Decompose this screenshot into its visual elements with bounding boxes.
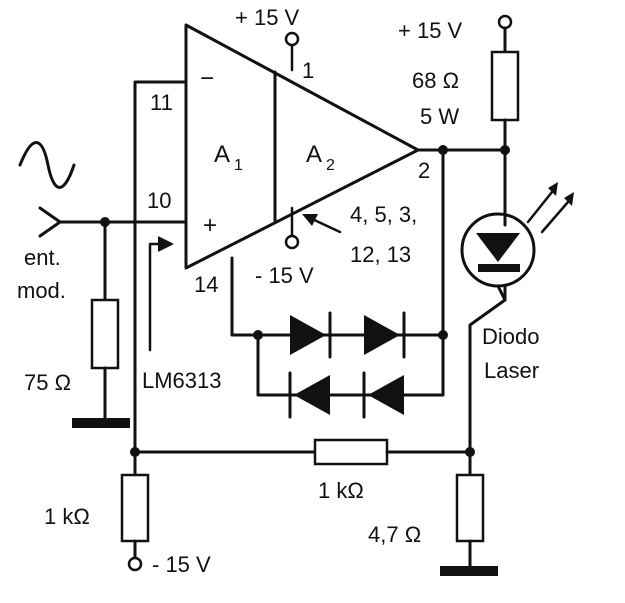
laser-label-1: Diodo [482, 324, 539, 349]
resistor-icon [455, 473, 485, 543]
pin14-label: 14 [194, 272, 218, 297]
terminal-icon [127, 556, 143, 572]
resistor-icon [490, 50, 520, 122]
opamp-symbol [184, 23, 420, 270]
input-label-2: mod. [17, 278, 66, 303]
a1-subscript: 1 [234, 157, 243, 174]
input-label-1: ent. [24, 245, 61, 270]
sine-source-icon [18, 141, 76, 189]
chip-arrow-icon [148, 236, 174, 352]
supply-opamp-negative-label: - 15 V [255, 263, 314, 288]
inverting-input-wire [133, 80, 188, 454]
ground-icon [440, 566, 498, 576]
bias-resistor-label: 1 kΩ [44, 504, 90, 529]
laser-diode-icon [460, 212, 536, 302]
sense-resistor-label: 4,7 Ω [368, 522, 421, 547]
resistor-icon [120, 473, 150, 543]
ground-pins-label-2: 12, 13 [350, 242, 411, 267]
diode-icon [288, 371, 330, 419]
resistor-icon [313, 438, 389, 466]
ground-icon [72, 418, 130, 428]
input-terminal-icon [38, 206, 62, 238]
series-resistor-label-1: 68 Ω [412, 68, 459, 93]
pin10-label: 10 [147, 188, 171, 213]
supply-right-label: + 15 V [398, 18, 463, 43]
supply-top-label: + 15 V [235, 5, 300, 30]
arrow-icon [302, 214, 342, 234]
terminal-icon [497, 14, 513, 30]
pin1-label: 1 [302, 58, 314, 83]
pin2-label: 2 [418, 158, 430, 183]
a1-label: A [214, 141, 230, 168]
terminal-icon [284, 31, 300, 47]
diode-icon [290, 311, 332, 359]
supply-bottom-label: - 15 V [152, 552, 211, 577]
opamp-negative-supply [284, 206, 300, 250]
resistor-icon [90, 298, 120, 370]
ground-pins-label-1: 4, 5, 3, [350, 202, 417, 227]
diode-row-bottom-wire [256, 333, 445, 397]
opamp-positive-supply [284, 31, 300, 72]
diode-icon [362, 371, 404, 419]
noninverting-sign: + [203, 212, 217, 239]
series-resistor-label-2: 5 W [420, 104, 459, 129]
laser-return-wire [468, 298, 507, 454]
chip-label: LM6313 [142, 368, 222, 393]
junction-dot [438, 330, 448, 340]
input-resistor-label: 75 Ω [24, 370, 71, 395]
feedback-resistor-label: 1 kΩ [318, 478, 364, 503]
diode-icon [364, 311, 406, 359]
a2-label: A [306, 141, 322, 168]
a2-subscript: 2 [326, 157, 335, 174]
laser-label-2: Laser [484, 358, 539, 383]
inverting-sign: − [200, 65, 214, 92]
terminal-icon [284, 234, 300, 250]
pin11-label: 11 [150, 90, 173, 115]
light-emission-icon [526, 182, 574, 234]
